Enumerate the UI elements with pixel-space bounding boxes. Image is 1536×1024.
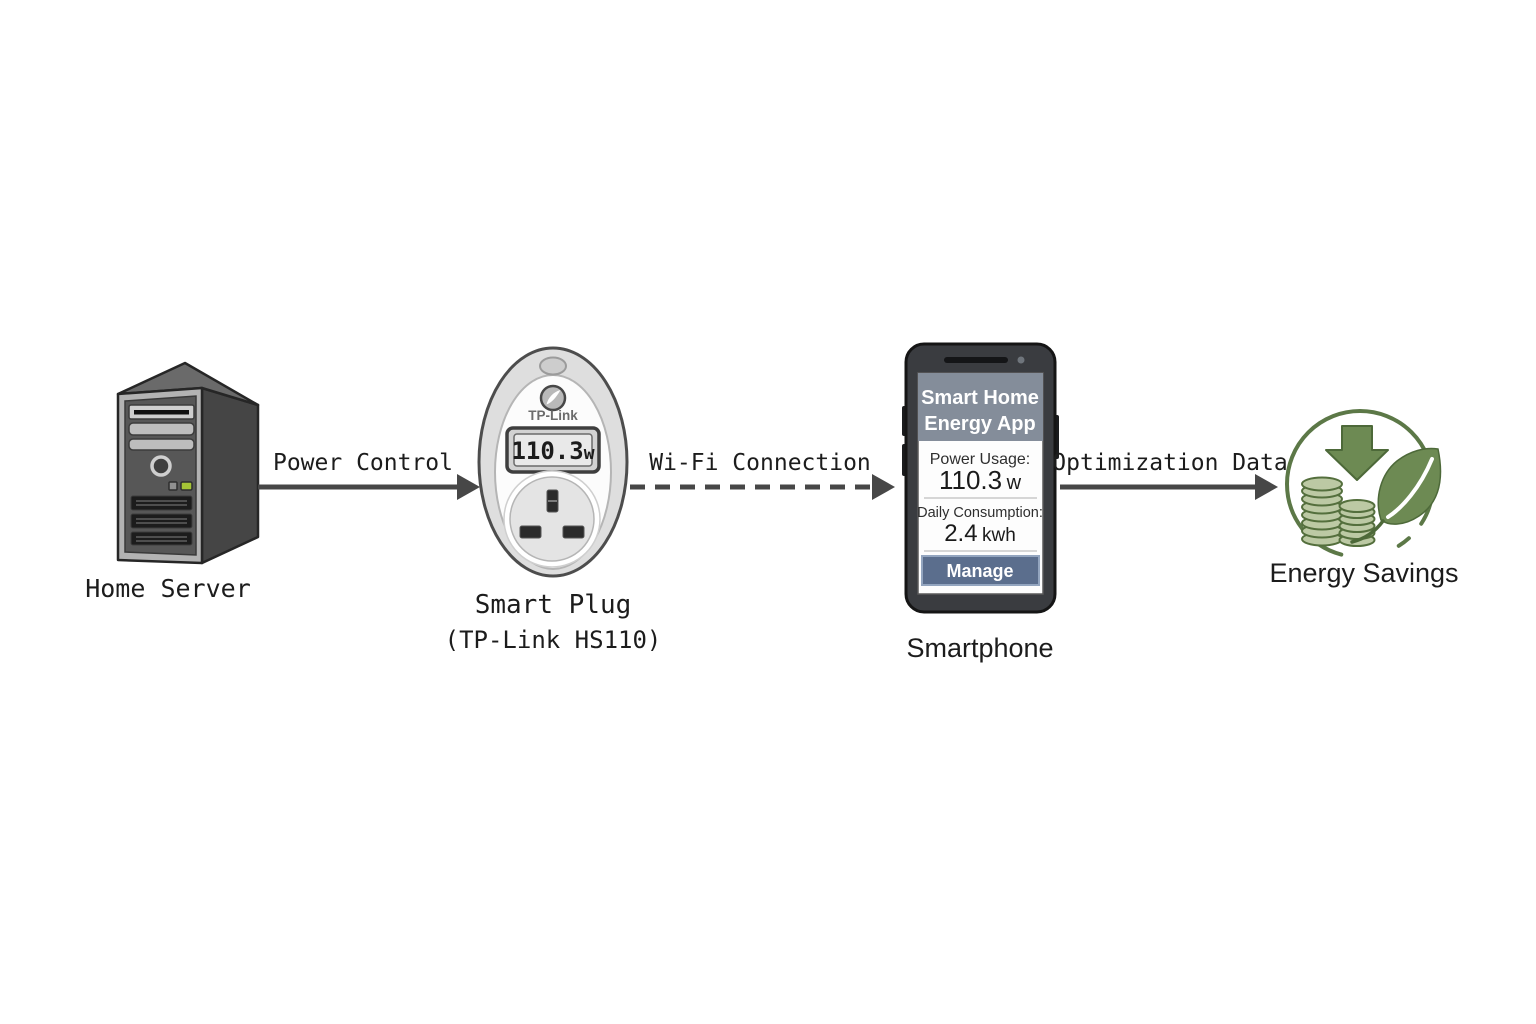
plug-lcd-display: 110.3w (505, 426, 601, 474)
optimization-data-arrow: Optimization Data (1052, 450, 1288, 500)
power-usage-value: 110.3 (939, 465, 1002, 495)
app-title-line1: Smart Home (921, 387, 1039, 409)
energy-savings-label: Energy Savings (1269, 558, 1458, 588)
phone-speaker-icon (944, 357, 1008, 363)
energy-savings-icon (1285, 409, 1442, 559)
server-vents-icon (130, 495, 193, 546)
power-control-arrow: Power Control (258, 450, 480, 500)
smart-plug-label: Smart Plug (475, 590, 632, 620)
manage-button-label: Manage (946, 561, 1013, 581)
smart-plug-icon: TP-Link 110.3w (477, 346, 629, 578)
power-usage-label: Power Usage: (930, 451, 1031, 468)
optimization-data-arrow-label: Optimization Data (1052, 450, 1287, 476)
tp-link-logo-icon (539, 384, 567, 412)
app-header (918, 373, 1043, 441)
daily-consumption-value: 2.4 (944, 520, 977, 547)
plug-led-icon (539, 356, 567, 376)
svg-text:110.3 w: 110.3 w (939, 465, 1022, 495)
manage-button[interactable]: Manage (921, 555, 1040, 586)
server-tower-icon (116, 361, 260, 565)
wifi-connection-arrow-label: Wi-Fi Connection (649, 450, 871, 476)
daily-consumption-unit: kwh (982, 525, 1016, 546)
leaf-icon (1350, 447, 1442, 544)
down-arrow-icon (1325, 425, 1389, 481)
coin-stack-icon (1301, 476, 1376, 547)
energy-savings-node: Energy Savings (1269, 409, 1459, 588)
smartphone-node: Smart Home Energy App Power Usage: 110.3… (902, 342, 1059, 663)
arrowhead-icon (872, 474, 895, 500)
daily-consumption-label: Daily Consumption: (917, 505, 1043, 521)
plug-lcd-unit: w (584, 443, 595, 464)
arrowhead-icon (1255, 474, 1278, 500)
smart-plug-node: TP-Link 110.3w Smart Plug (TP-Link HS110… (445, 346, 662, 654)
power-usage-unit: w (1006, 472, 1022, 494)
server-power-button-icon (150, 455, 172, 477)
app-title-line2: Energy App (924, 413, 1036, 435)
smartphone-label: Smartphone (906, 633, 1053, 663)
home-server-node: Home Server (85, 361, 260, 603)
wifi-connection-arrow: Wi-Fi Connection (630, 450, 895, 500)
svg-text:2.4 kwh: 2.4 kwh (944, 520, 1016, 547)
svg-text:110.3w: 110.3w (511, 437, 594, 465)
power-control-arrow-label: Power Control (273, 450, 453, 476)
plug-socket-icon (503, 470, 601, 568)
phone-camera-icon (1017, 356, 1025, 364)
server-led-icon (180, 481, 193, 491)
smart-plug-sublabel: (TP-Link HS110) (445, 626, 662, 654)
tp-link-brand-label: TP-Link (528, 408, 578, 423)
plug-lcd-value: 110.3 (511, 437, 583, 465)
home-server-label: Home Server (85, 574, 251, 603)
arrowhead-icon (457, 474, 480, 500)
smartphone-icon: Smart Home Energy App Power Usage: 110.3… (902, 342, 1059, 614)
phone-screen: Smart Home Energy App Power Usage: 110.3… (917, 372, 1044, 595)
